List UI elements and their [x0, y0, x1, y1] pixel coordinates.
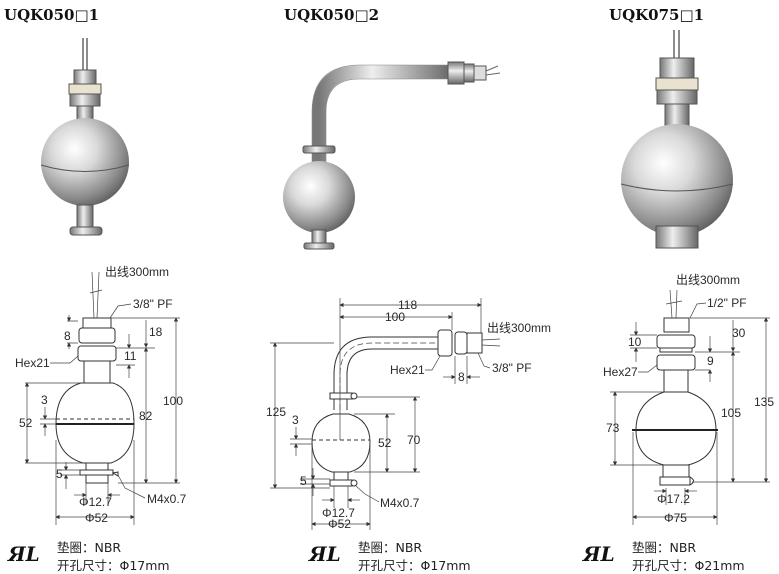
dim-nut2-height: 11	[124, 349, 137, 363]
dim-switch-height: 70	[407, 433, 421, 447]
spec-notes-1: ЯL 垫圈：NBR 开孔尺寸：Φ17mm	[7, 540, 170, 573]
dim-total-height: 100	[163, 394, 183, 408]
ul-logo: ЯL	[7, 542, 40, 566]
screw-label: M4x0.7	[380, 496, 420, 510]
product-photo-2	[283, 61, 501, 250]
dim-stem-diameter: Φ12.7	[79, 495, 112, 509]
dim-float-diameter: Φ52	[85, 511, 108, 525]
dim-float-diameter: Φ75	[664, 511, 687, 525]
dim-float-height: 52	[19, 416, 33, 430]
product-photo-1	[40, 38, 130, 236]
dim-float-diameter: Φ52	[328, 517, 351, 531]
dim-total-width: 118	[398, 298, 417, 312]
thread-label: 3/8" PF	[133, 297, 173, 311]
model-title-1: UQK050□1	[4, 6, 99, 24]
dimension-drawing-3: 出线300mm 1/2" PF 10 30 9 Hex27 105 135 73…	[603, 273, 774, 525]
gasket-material: 垫圈：NBR	[358, 540, 422, 555]
dim-offset: 3	[292, 413, 299, 427]
spec-notes-3: ЯL 垫圈：NBR 开孔尺寸：Φ21mm	[582, 540, 745, 573]
dim-nut2-height: 9	[707, 354, 714, 368]
dimension-drawing-2: 118 100 出线300mm Hex21 8 3/8" PF 125 3 52…	[266, 298, 551, 531]
thread-label: 1/2" PF	[707, 296, 747, 310]
dim-top-height: 30	[732, 326, 746, 340]
dim-switch-height: 105	[721, 406, 741, 420]
mounting-hole-size: 开孔尺寸：Φ21mm	[632, 558, 745, 573]
screw-label: M4x0.7	[147, 492, 187, 506]
gasket-material: 垫圈：NBR	[57, 540, 121, 555]
hex-label: Hex27	[603, 365, 638, 379]
spec-notes-2: ЯL 垫圈：NBR 开孔尺寸：Φ17mm	[308, 540, 471, 573]
dim-float-height: 52	[378, 436, 392, 450]
dim-float-height: 73	[606, 421, 620, 435]
dim-nut-width: 8	[458, 370, 465, 384]
product-photo-3	[620, 30, 734, 249]
dim-top-height: 18	[149, 325, 163, 339]
ul-logo: ЯL	[582, 542, 615, 566]
gasket-material: 垫圈：NBR	[632, 540, 696, 555]
dim-nut-height: 10	[628, 335, 642, 349]
cable-length-label: 出线300mm	[676, 273, 740, 287]
dim-switch-height: 82	[139, 409, 153, 423]
dim-tube-width: 100	[385, 310, 405, 324]
dim-stem-diameter: Φ12.7	[322, 506, 355, 520]
cable-length-label: 出线300mm	[105, 265, 169, 279]
thread-label: 3/8" PF	[492, 361, 532, 375]
dimension-drawing-1: 出线300mm 3/8" PF 8 18 Hex21 11 100 3 52 8…	[15, 265, 187, 525]
dim-offset: 3	[41, 393, 48, 407]
mounting-hole-size: 开孔尺寸：Φ17mm	[57, 558, 170, 573]
model-title-3: UQK075□1	[609, 6, 704, 24]
dim-total-height: 135	[754, 395, 774, 409]
dim-clamp-height: 5	[300, 474, 307, 488]
cable-length-label: 出线300mm	[487, 321, 551, 335]
hex-label: Hex21	[15, 356, 50, 370]
ul-logo: ЯL	[308, 542, 341, 566]
dim-clamp-height: 5	[56, 467, 63, 481]
mounting-hole-size: 开孔尺寸：Φ17mm	[358, 558, 471, 573]
dim-nut-height: 8	[64, 329, 71, 343]
dim-stem-diameter: Φ17.2	[657, 492, 690, 506]
model-title-2: UQK050□2	[284, 6, 379, 24]
dim-total-height: 125	[266, 405, 286, 419]
hex-label: Hex21	[390, 363, 425, 377]
